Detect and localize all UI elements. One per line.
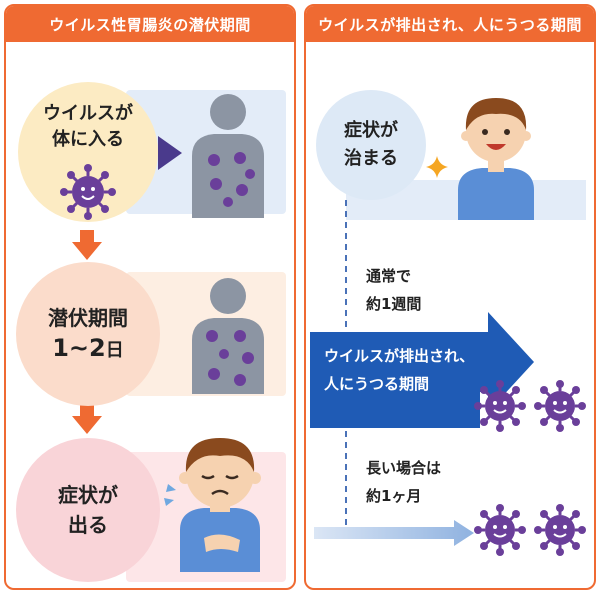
virus-icon [474, 380, 526, 432]
usual-line2: 約1週間 [366, 295, 422, 313]
right-panel-title: ウイルスが排出され、人にうつる期間 [306, 6, 594, 42]
virus-icon [534, 380, 586, 432]
step1-line1: ウイルスが [43, 103, 133, 124]
long-duration: 長い場合は 約1ヶ月 [366, 454, 441, 510]
arrow-line2: 人にうつる期間 [324, 375, 430, 393]
step2-line1: 潜伏期間 [48, 305, 128, 330]
step3-line1: 症状が [58, 483, 118, 507]
step3-line2: 出る [68, 513, 108, 537]
recovered-line1: 症状が [344, 120, 398, 141]
sick-child-icon [164, 438, 261, 572]
down-arrow-icon [72, 404, 102, 434]
step2-unit: 日 [105, 339, 124, 361]
virus-icon [474, 504, 526, 556]
triangle-arrow-icon [158, 136, 182, 170]
long-line1: 長い場合は [366, 459, 442, 477]
long-period-arrow [314, 520, 474, 546]
usual-line1: 通常で [366, 267, 412, 285]
child-icon [458, 98, 534, 220]
usual-duration: 通常で 約1週間 [366, 262, 421, 318]
step1-line2: 体に入る [52, 129, 124, 150]
left-panel-title: ウイルス性胃腸炎の潜伏期間 [6, 6, 294, 42]
body-silhouette-1 [192, 94, 264, 218]
virus-icon [206, 330, 254, 386]
transmission-period-arrow [310, 312, 534, 428]
step3-circle: 症状が 出る [16, 438, 160, 582]
recovered-circle: 症状が 治まる [316, 90, 426, 200]
transmission-period-label: ウイルスが排出され、 人にうつる期間 [324, 342, 474, 398]
sparkle-icon [426, 156, 448, 178]
recovered-line2: 治まる [344, 148, 398, 169]
virus-icon [534, 504, 586, 556]
virus-icon [60, 164, 116, 220]
left-panel: ウイルス性胃腸炎の潜伏期間 ウイルスが 体に入る [4, 4, 296, 590]
arrow-line1: ウイルスが排出され、 [324, 347, 475, 365]
virus-icon [208, 152, 255, 207]
down-arrow-icon [72, 230, 102, 260]
step2-line2: 1~2日 [52, 333, 124, 366]
long-line2: 約1ヶ月 [366, 487, 422, 505]
step2-number: 1~2 [52, 333, 106, 362]
right-panel: ウイルスが排出され、人にうつる期間 症状が 治まる 通常で 約1週間 ウイルスが… [304, 4, 596, 590]
step2-circle: 潜伏期間 1~2日 [16, 262, 160, 406]
